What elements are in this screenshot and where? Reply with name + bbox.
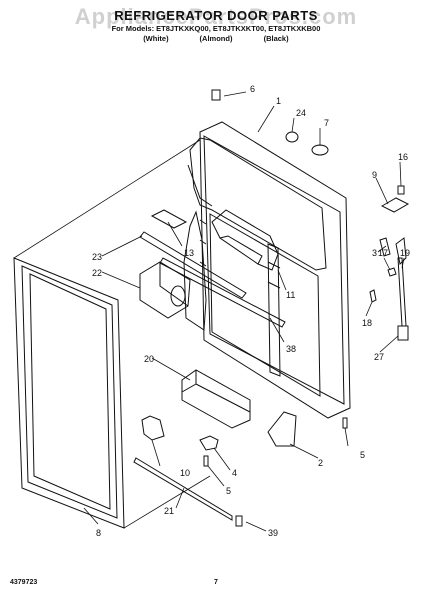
- door-closer: [199, 435, 219, 451]
- callout-24: 24: [296, 108, 306, 118]
- callout-13: 13: [184, 248, 194, 258]
- trim-strip: [133, 457, 233, 521]
- door-stop: [141, 415, 165, 441]
- callout-5: 5: [360, 450, 365, 460]
- shelf-bars: [139, 231, 286, 328]
- variant-black: (Black): [263, 34, 289, 43]
- screw-top: [211, 89, 221, 101]
- trim-end-cap: [235, 515, 243, 527]
- callout-21: 21: [164, 506, 174, 516]
- callout-20: 20: [144, 354, 154, 364]
- callout-39: 39: [268, 528, 278, 538]
- callout-9: 9: [372, 170, 377, 180]
- compartment-lid: [150, 209, 188, 229]
- callout-16: 16: [398, 152, 408, 162]
- callout-1: 1: [276, 96, 281, 106]
- variant-white: (White): [143, 34, 169, 43]
- callout-7: 7: [324, 118, 329, 128]
- callout-27: 27: [374, 352, 384, 362]
- page-number: 7: [214, 579, 218, 586]
- callout-18: 18: [362, 318, 372, 328]
- cap-part: [285, 131, 299, 143]
- butter-compartment: [139, 261, 191, 319]
- callout-4: 4: [232, 468, 237, 478]
- callout-11: 11: [286, 290, 295, 300]
- callout-23: 23: [92, 252, 102, 262]
- callout-22: 22: [92, 268, 102, 278]
- screw-bottom: [203, 455, 209, 467]
- model-list: For Models: ET8JTKXKQ00, ET8JTKXKT00, ET…: [111, 24, 321, 33]
- screw-side: [342, 417, 348, 429]
- diagram-title: REFRIGERATOR DOOR PARTS: [114, 8, 318, 23]
- button-part: [311, 144, 329, 156]
- handle-assembly: [369, 185, 410, 341]
- color-variants: (White) (Almond) (Black): [0, 34, 432, 43]
- door-gasket: [13, 257, 125, 529]
- callout-17: 17: [378, 248, 388, 258]
- callout-5: 5: [226, 486, 231, 496]
- document-number: 4379723: [10, 579, 38, 586]
- callout-38: 38: [286, 344, 296, 354]
- callout-6: 6: [250, 84, 255, 94]
- callout-8: 8: [96, 528, 101, 538]
- door-panel: [183, 121, 351, 419]
- door-bin: [181, 369, 251, 429]
- callout-2: 2: [318, 458, 323, 468]
- callout-19: 19: [400, 248, 410, 258]
- callout-3: 3: [372, 248, 377, 258]
- variant-almond: (Almond): [199, 34, 233, 43]
- hinge-cover: [267, 411, 297, 447]
- callout-10: 10: [180, 468, 190, 478]
